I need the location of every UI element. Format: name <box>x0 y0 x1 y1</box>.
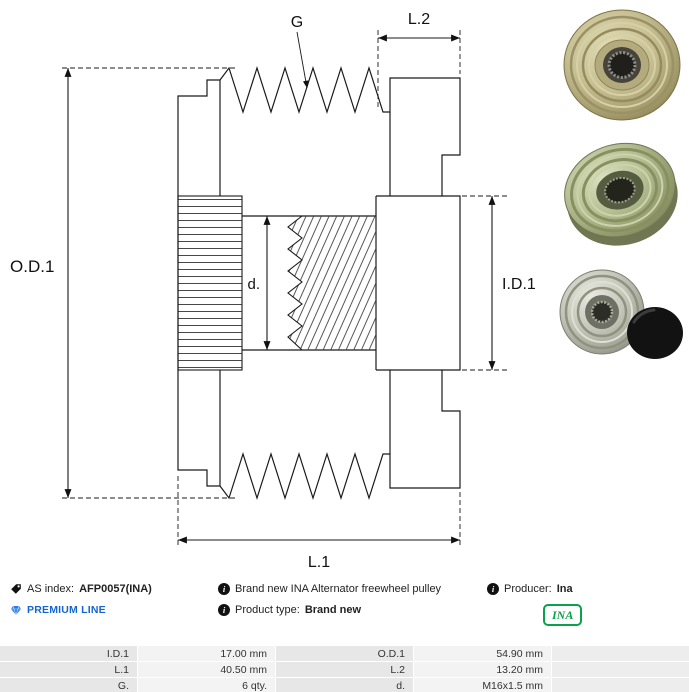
pulley-photo-front-icon <box>563 9 681 121</box>
info-row-2: PREMIUM LINE i Product type: Brand new I… <box>0 604 689 626</box>
info-icon: i <box>487 583 499 595</box>
spec-empty-cell <box>552 646 689 662</box>
dimension-label-d: d. <box>247 276 260 293</box>
product-type-cell: i Product type: Brand new <box>218 604 361 616</box>
product-photo-2 <box>556 132 686 256</box>
premium-line-cell: PREMIUM LINE <box>10 604 106 616</box>
dimension-lines <box>64 31 496 544</box>
spec-label: L.1 <box>0 662 138 678</box>
producer-label: Producer: <box>504 583 552 595</box>
product-photo-column <box>556 4 689 384</box>
producer-cell: i Producer: Ina <box>487 583 573 595</box>
product-photo-3 <box>556 260 686 384</box>
specs-table: I.D.1 17.00 mm O.D.1 54.90 mm L.1 40.50 … <box>0 646 689 692</box>
spec-value: 6 qty. <box>138 678 276 692</box>
spec-value: 17.00 mm <box>138 646 276 662</box>
spec-empty-cell <box>552 662 689 678</box>
info-row-1: AS index: AFP0057(INA) i Brand new INA A… <box>0 583 689 603</box>
pulley-cross-section: O.D.1 I.D.1 L.1 L.2 G d. <box>10 11 536 571</box>
spec-label: O.D.1 <box>276 646 414 662</box>
dimension-label-od1: O.D.1 <box>10 257 54 276</box>
spec-value: M16x1.5 mm <box>414 678 552 692</box>
pulley-photo-with-cap-icon <box>559 269 683 359</box>
extension-lines <box>62 30 508 548</box>
spec-label: L.2 <box>276 662 414 678</box>
bearing-hatch-area <box>177 195 243 371</box>
technical-drawing: O.D.1 I.D.1 L.1 L.2 G d. <box>10 11 536 571</box>
spec-row-2: L.1 40.50 mm L.2 13.20 mm <box>0 662 689 678</box>
dimension-label-l2: L.2 <box>408 11 430 28</box>
spec-label: I.D.1 <box>0 646 138 662</box>
dimension-label-id1: I.D.1 <box>502 276 536 293</box>
info-icon: i <box>218 583 230 595</box>
info-icon: i <box>218 604 230 616</box>
as-index-value: AFP0057(INA) <box>79 583 152 595</box>
tag-icon <box>11 584 21 594</box>
product-info-section: AS index: AFP0057(INA) i Brand new INA A… <box>0 580 689 644</box>
producer-value: Ina <box>556 583 573 595</box>
as-index-cell: AS index: AFP0057(INA) <box>10 583 152 595</box>
thread-zigzag <box>287 215 303 351</box>
description-cell: i Brand new INA Alternator freewheel pul… <box>218 583 441 595</box>
dimension-label-l1: L.1 <box>308 554 330 571</box>
product-photo-1 <box>556 4 686 128</box>
dimension-label-g: G <box>291 14 303 31</box>
spec-value: 40.50 mm <box>138 662 276 678</box>
brand-logo-cell: INA <box>487 604 583 626</box>
product-type-label: Product type: <box>235 604 300 616</box>
product-type-value: Brand new <box>304 604 362 616</box>
diamond-icon <box>11 605 21 616</box>
pulley-photo-angled-icon <box>564 142 678 246</box>
spec-empty-cell <box>552 678 689 692</box>
spec-value: 13.20 mm <box>414 662 552 678</box>
as-index-label: AS index: <box>27 583 75 595</box>
product-description: Brand new INA Alternator freewheel pulle… <box>235 583 442 595</box>
spec-row-3: G. 6 qty. d. M16x1.5 mm <box>0 678 689 692</box>
spec-label: G. <box>0 678 138 692</box>
ina-logo: INA <box>543 604 583 626</box>
spec-row-1: I.D.1 17.00 mm O.D.1 54.90 mm <box>0 646 689 662</box>
spec-label: d. <box>276 678 414 692</box>
premium-line-label: PREMIUM LINE <box>27 604 106 616</box>
thread-area <box>287 215 376 351</box>
spec-value: 54.90 mm <box>414 646 552 662</box>
